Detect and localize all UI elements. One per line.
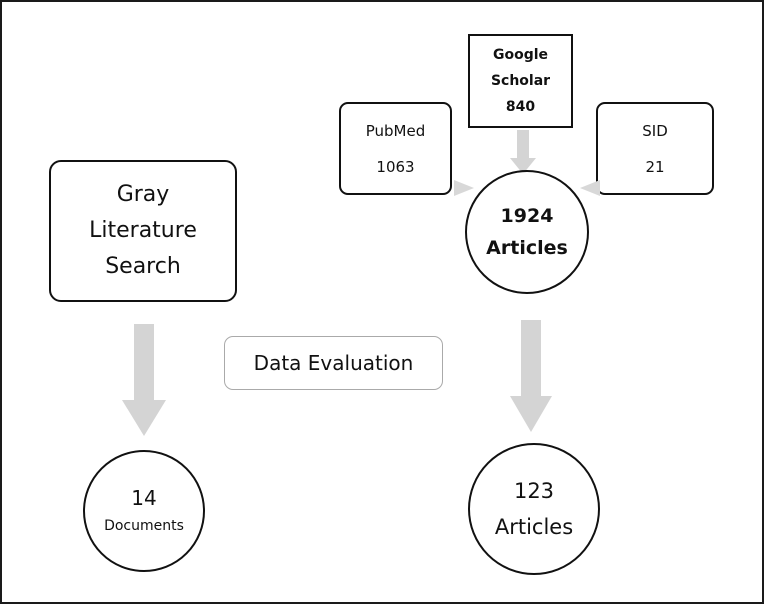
gray-search-line-3: Search <box>105 254 181 279</box>
documents-count: 14 <box>131 486 157 510</box>
final-articles-count: 123 <box>513 479 555 503</box>
google-scholar-name-2: Scholar <box>490 73 551 89</box>
google-scholar-box: Google Scholar 840 <box>468 34 573 128</box>
arrow-sid-to-articles <box>580 180 600 196</box>
total-articles-label: Articles <box>486 237 568 259</box>
total-articles-circle: 1924 Articles <box>465 170 589 294</box>
pubmed-name: PubMed <box>365 121 426 140</box>
data-evaluation-box: Data Evaluation <box>224 336 443 390</box>
sid-name: SID <box>642 121 668 140</box>
google-scholar-count: 840 <box>505 99 536 115</box>
documents-circle: 14 Documents <box>83 450 205 572</box>
pubmed-count: 1063 <box>376 157 415 176</box>
documents-label: Documents <box>104 518 184 534</box>
final-articles-circle: 123 Articles <box>468 443 600 575</box>
arrow-total-to-final <box>510 320 552 432</box>
gray-literature-search-box: Gray Literature Search <box>49 160 237 302</box>
gray-search-line-2: Literature <box>89 218 197 243</box>
arrow-scholar-to-articles <box>510 130 536 174</box>
arrow-pubmed-to-articles <box>454 180 474 196</box>
sid-count: 21 <box>645 157 665 176</box>
total-articles-count: 1924 <box>500 205 554 227</box>
pubmed-box: PubMed 1063 <box>339 102 452 195</box>
sid-box: SID 21 <box>596 102 714 195</box>
google-scholar-name-1: Google <box>492 47 549 63</box>
final-articles-label: Articles <box>494 515 574 539</box>
data-evaluation-label: Data Evaluation <box>253 351 414 375</box>
gray-search-line-1: Gray <box>116 182 170 207</box>
arrow-gray-to-documents <box>122 324 166 436</box>
